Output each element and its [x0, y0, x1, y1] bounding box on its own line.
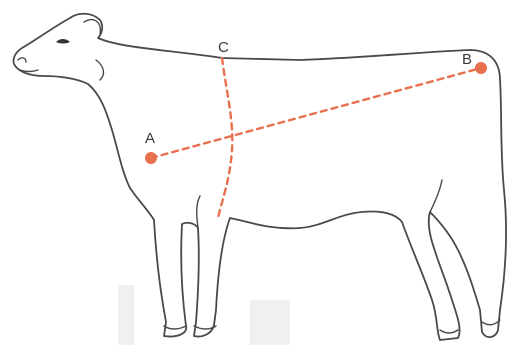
point-b-marker — [475, 62, 487, 74]
label-b: B — [462, 51, 472, 68]
cow-outline — [13, 14, 506, 340]
label-a: A — [145, 130, 155, 147]
point-a-marker — [145, 152, 157, 164]
label-c: C — [218, 39, 229, 56]
